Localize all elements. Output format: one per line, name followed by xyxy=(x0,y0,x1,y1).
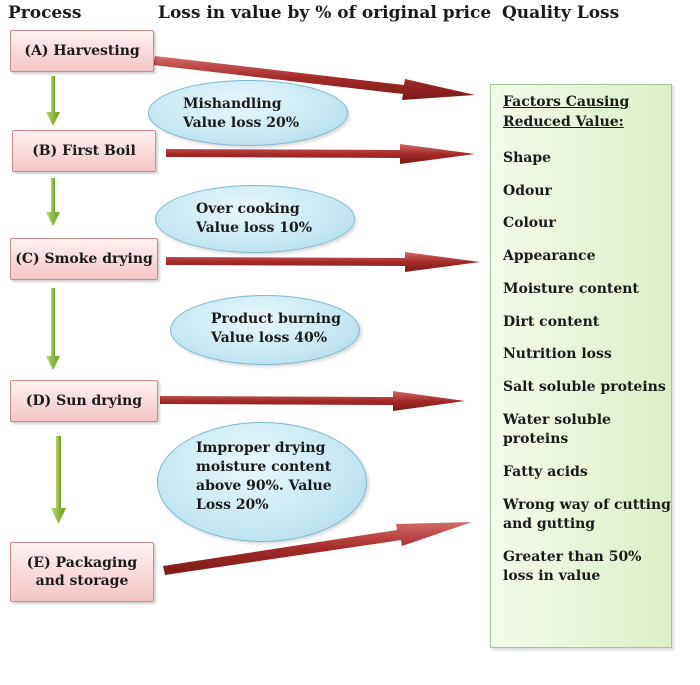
right-arrow-e xyxy=(163,522,472,575)
factor-odour: Odour xyxy=(503,183,552,199)
loss-improper-drying-text: Improper drying moisture content above 9… xyxy=(196,440,332,513)
loss-mishandling-text: Mishandling Value loss 20% xyxy=(183,96,300,131)
down-arrow-a-b xyxy=(46,76,60,126)
header-loss: Loss in value by % of original price xyxy=(158,3,492,23)
factor-colour: Colour xyxy=(503,215,556,231)
quality-loss-panel: Factors Causing Reduced Value: Shape Odo… xyxy=(490,84,672,648)
loss-over-cooking: Over cooking Value loss 10% xyxy=(155,185,355,253)
process-packaging-storage: (E) Packaging and storage xyxy=(10,542,154,602)
right-arrow-b xyxy=(166,144,475,164)
process-sun-drying: (D) Sun drying xyxy=(10,380,158,422)
process-first-boil: (B) First Boil xyxy=(12,130,156,172)
factor-moisture-content: Moisture content xyxy=(503,281,639,297)
factor-cutting-gutting: Wrong way of cutting and gutting xyxy=(503,497,671,532)
factors-title: Factors Causing Reduced Value: xyxy=(503,94,630,131)
loss-product-burning-text: Product burning Value loss 40% xyxy=(211,311,341,346)
factor-dirt-content: Dirt content xyxy=(503,314,600,330)
process-harvesting: (A) Harvesting xyxy=(10,30,154,72)
loss-improper-drying: Improper drying moisture content above 9… xyxy=(157,422,367,542)
factor-fatty-acids: Fatty acids xyxy=(503,464,588,480)
header-process: Process xyxy=(8,3,82,23)
header-quality: Quality Loss xyxy=(502,3,620,23)
factor-shape: Shape xyxy=(503,150,552,166)
process-smoke-drying: (C) Smoke drying xyxy=(10,238,158,280)
down-arrow-b-c xyxy=(46,178,60,226)
factor-water-soluble-proteins: Water soluble proteins xyxy=(503,412,611,447)
factor-greater-loss: Greater than 50% loss in value xyxy=(503,549,642,584)
right-arrow-c xyxy=(166,252,480,272)
factor-salt-soluble-proteins: Salt soluble proteins xyxy=(503,379,666,395)
loss-over-cooking-text: Over cooking Value loss 10% xyxy=(196,201,313,236)
down-arrow-c-d xyxy=(46,288,60,370)
loss-mishandling: Mishandling Value loss 20% xyxy=(148,80,348,146)
down-arrow-d-e xyxy=(51,436,66,524)
factor-appearance: Appearance xyxy=(503,248,596,264)
right-arrow-d xyxy=(160,391,465,411)
factor-nutrition-loss: Nutrition loss xyxy=(503,346,612,362)
loss-product-burning: Product burning Value loss 40% xyxy=(170,295,360,365)
right-arrow-a xyxy=(153,56,475,100)
